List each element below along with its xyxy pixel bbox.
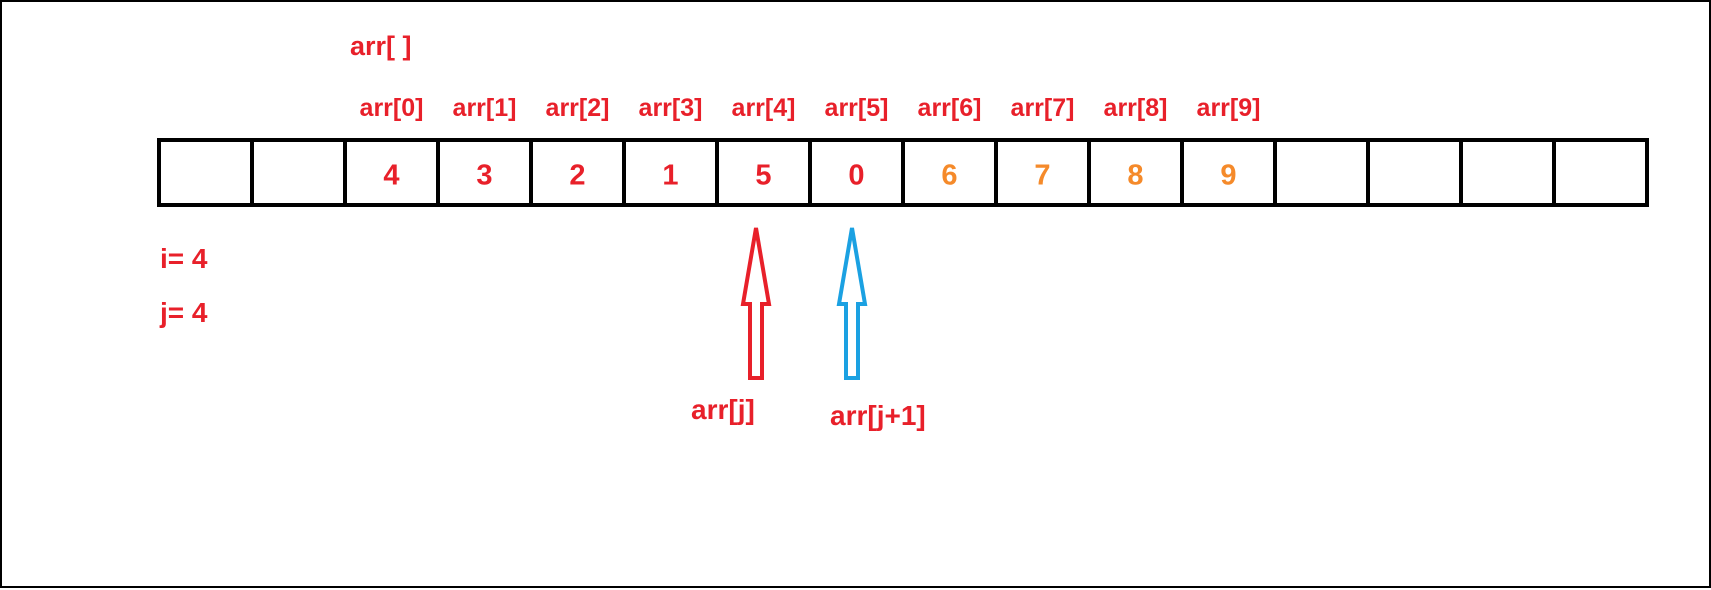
- index-label: arr[1]: [452, 94, 517, 122]
- arr-j-plus-1-pointer-arrow: [836, 227, 868, 380]
- cell-value: 2: [569, 159, 586, 191]
- variable-j: j= 4: [160, 297, 208, 328]
- array-name-label: arr[ ]: [350, 31, 412, 61]
- cell-value: 9: [1220, 159, 1237, 191]
- cell-value: 8: [1127, 159, 1144, 191]
- index-label: arr[9]: [1196, 94, 1261, 122]
- cell-value: 0: [848, 159, 865, 191]
- index-label: arr[2]: [545, 94, 610, 122]
- index-label: arr[6]: [917, 94, 982, 122]
- cell-value: 6: [941, 159, 958, 191]
- index-label: arr[5]: [824, 94, 889, 122]
- cell-value: 7: [1034, 159, 1051, 191]
- index-label: arr[0]: [359, 94, 424, 122]
- index-label: arr[7]: [1010, 94, 1075, 122]
- pointer-label-arr-j: arr[j]: [691, 394, 755, 425]
- arr-j-pointer-arrow: [740, 227, 772, 380]
- variable-i: i= 4: [160, 243, 208, 274]
- cell-value: 5: [755, 159, 772, 191]
- cell-value: 4: [383, 159, 400, 191]
- pointer-label-arr-j-plus-1: arr[j+1]: [830, 400, 926, 431]
- index-label: arr[3]: [638, 94, 703, 122]
- index-label: arr[4]: [731, 94, 796, 122]
- index-label: arr[8]: [1103, 94, 1168, 122]
- cell-value: 1: [662, 159, 679, 191]
- cell-value: 3: [476, 159, 493, 191]
